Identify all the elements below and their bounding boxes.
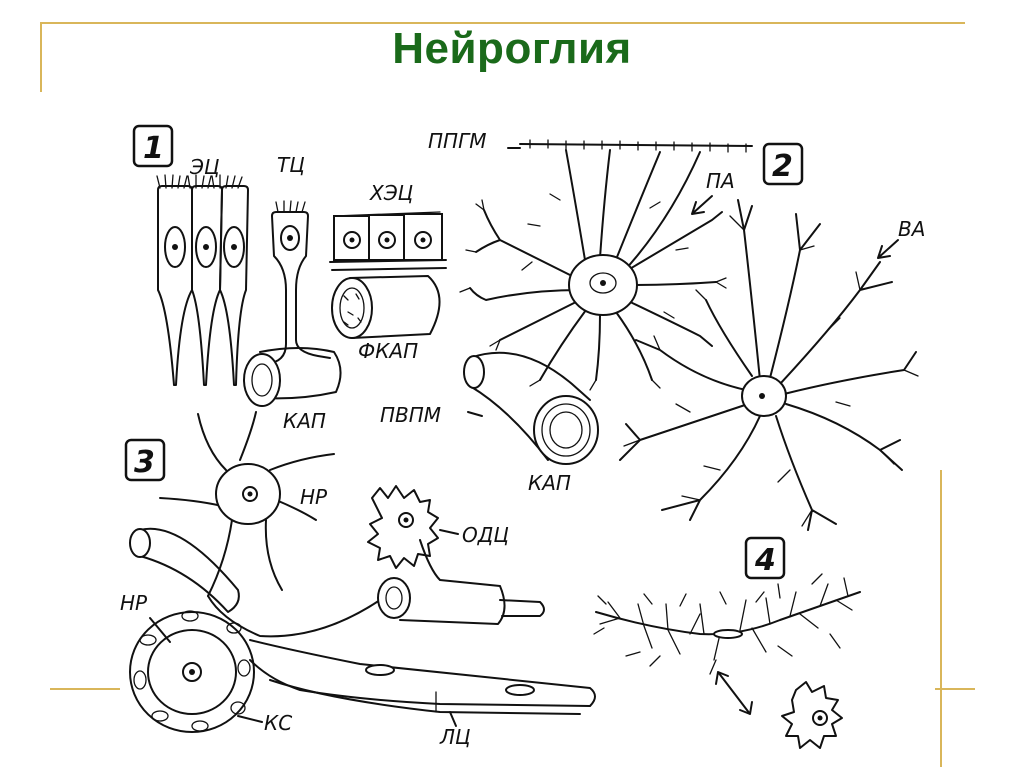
label-pvpm: ПВПМ: [380, 403, 441, 427]
panel-4-number: 4: [754, 543, 776, 578]
panel-2-number: 2: [772, 149, 793, 184]
label-odc: ОДЦ: [462, 523, 509, 547]
pointer-odc: [440, 530, 458, 534]
panel-1-number: 1: [143, 131, 164, 166]
panel-4: 4: [594, 538, 860, 748]
label-nr-2: НР: [120, 591, 148, 615]
label-pa: ПА: [706, 169, 735, 193]
arrow-pa: [692, 196, 712, 214]
panel-1: 1 ЭЦ ТЦ КАП: [134, 126, 446, 433]
pointer-ks: [238, 716, 262, 722]
label-tc: ТЦ: [277, 153, 305, 177]
panel-2: 2 ВА: [620, 144, 925, 530]
ependymal-cells: [157, 175, 248, 385]
panel-3-number: 3: [134, 445, 155, 480]
choroid-epithelium: [330, 212, 446, 338]
arrow-va: [878, 240, 898, 258]
pointer-lc: [450, 712, 456, 726]
label-ks: КС: [264, 711, 292, 735]
arrow-microglia: [716, 672, 752, 714]
label-ppgm: ППГМ: [428, 129, 486, 153]
tanycyte: [244, 201, 341, 406]
label-kap-2: КАП: [528, 471, 571, 495]
label-hec: ХЭЦ: [369, 181, 413, 205]
label-kap-1: КАП: [283, 409, 326, 433]
label-fkap: ФКАП: [358, 339, 418, 363]
label-va: ВА: [898, 217, 925, 241]
label-ec: ЭЦ: [189, 155, 220, 179]
label-lc: ЛЦ: [439, 725, 471, 749]
label-nr-1: НР: [300, 485, 328, 509]
panel-3: 3 НР ОДЦ НР КС: [120, 412, 595, 749]
